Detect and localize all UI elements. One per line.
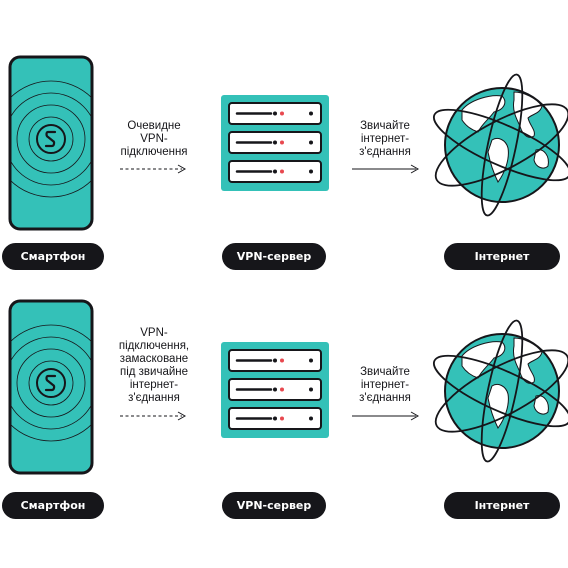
server-icon (221, 342, 329, 438)
vpn-server-label-pill: VPN-сервер (222, 492, 326, 519)
smartphone-label-pill: Смартфон (2, 492, 104, 519)
globe-icon (433, 319, 568, 463)
internet-label-pill: Інтернет (444, 243, 560, 270)
vpn-server-label-pill: VPN-сервер (222, 243, 326, 270)
smartphone-label-pill: Смартфон (2, 243, 104, 270)
globe-icon (433, 73, 568, 217)
solid-arrow (352, 411, 420, 421)
dashed-arrow (120, 411, 187, 421)
server-icon (221, 95, 329, 191)
solid-arrow (352, 164, 420, 174)
internet-label-pill: Інтернет (444, 492, 560, 519)
smartphone-icon (8, 299, 94, 475)
masked-vpn-connection-label: VPN-підключення,замасковане під звичайне… (118, 327, 190, 404)
smartphone-icon (8, 55, 94, 231)
dashed-arrow (120, 164, 187, 174)
